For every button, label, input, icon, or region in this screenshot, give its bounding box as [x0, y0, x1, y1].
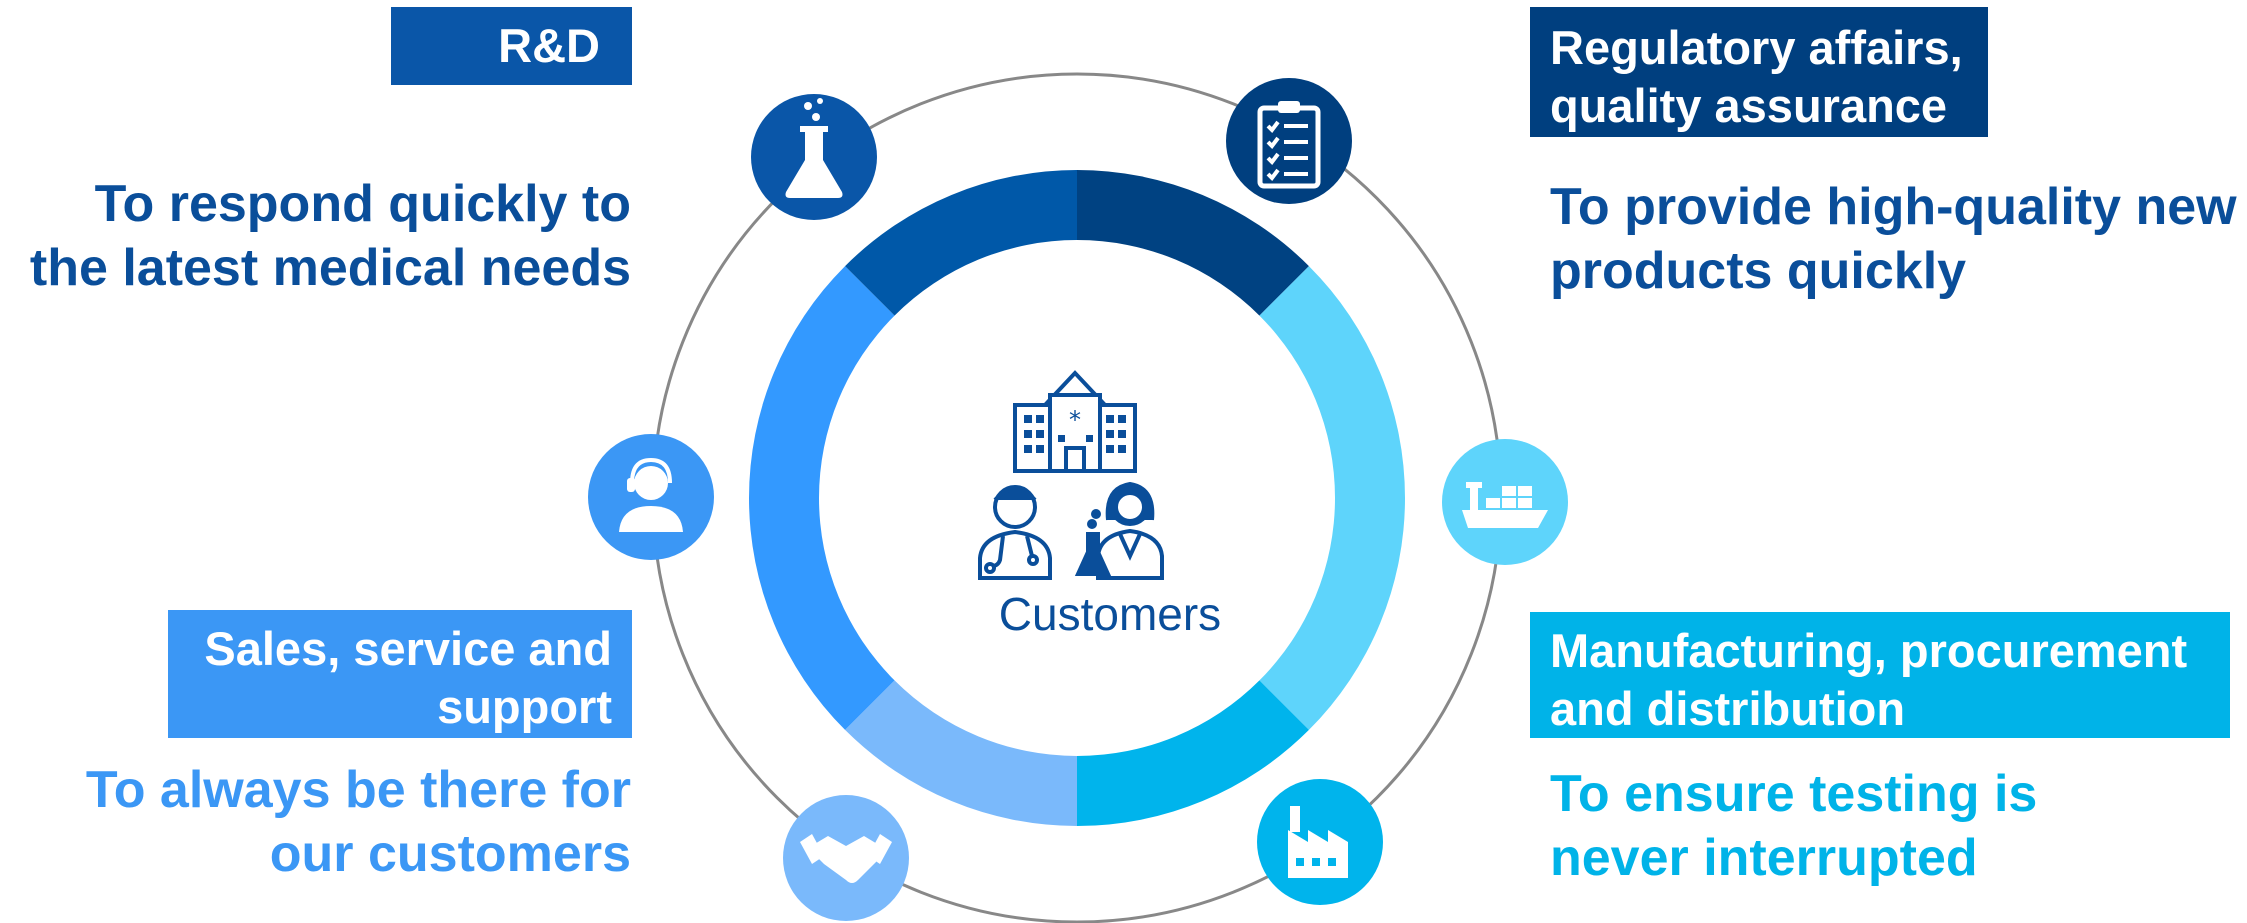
ring-segment-regulatory	[1077, 170, 1309, 316]
regulatory-title-line-1: Regulatory affairs,	[1550, 21, 1963, 74]
ring-segment-manufacturing	[1077, 680, 1309, 826]
ring-segment-sales	[749, 266, 895, 730]
sales-goal-line-1: To always be there for	[85, 761, 631, 819]
headset-support-icon	[588, 434, 714, 560]
sales-title-line-1: Sales, service and	[204, 622, 612, 675]
center-label-customers: Customers	[998, 588, 1222, 640]
rd-goal-text: To respond quickly to the latest medical…	[0, 172, 631, 300]
rd-title-box: R&D	[391, 7, 632, 85]
donut-ring	[749, 170, 1405, 826]
manufacturing-goal-line-2: never interrupted	[1550, 829, 1978, 887]
sales-goal-line-2: our customers	[269, 825, 631, 883]
regulatory-goal-text: To provide high-quality new products qui…	[1550, 175, 2240, 303]
regulatory-goal-line-2: products quickly	[1550, 242, 1967, 300]
manufacturing-goal-line-1: To ensure testing is	[1550, 765, 2038, 823]
sales-title-line-2: support	[437, 680, 612, 733]
rd-title-line-1: R&D	[498, 19, 600, 72]
hospital-icon: *	[1013, 370, 1137, 473]
sales-title-box: Sales, service and support	[168, 610, 632, 738]
rd-goal-line-1: To respond quickly to	[94, 175, 631, 233]
regulatory-title-line-2: quality assurance	[1550, 79, 1948, 132]
manufacturing-title-box: Manufacturing, procurement and distribut…	[1530, 612, 2230, 738]
manufacturing-title-line-1: Manufacturing, procurement	[1550, 624, 2188, 677]
factory-icon	[1257, 779, 1383, 905]
handshake-icon	[783, 795, 909, 921]
ring-segment-rd	[845, 170, 1077, 316]
flask-icon	[751, 94, 877, 220]
scientist-icon	[1074, 481, 1164, 580]
regulatory-goal-line-1: To provide high-quality new	[1550, 178, 2237, 236]
ring-segment-handshake	[845, 680, 1077, 826]
manufacturing-title-line-2: and distribution	[1550, 682, 1906, 735]
rd-goal-line-2: the latest medical needs	[29, 239, 631, 297]
clipboard-checklist-icon	[1226, 78, 1352, 204]
ring-segment-shipping	[1259, 266, 1405, 730]
cargo-ship-icon	[1442, 439, 1568, 565]
regulatory-title-box: Regulatory affairs, quality assurance	[1530, 7, 1988, 137]
svg-text:*: *	[1069, 406, 1081, 434]
manufacturing-goal-text: To ensure testing is never interrupted	[1550, 762, 2210, 890]
doctor-icon	[978, 485, 1052, 580]
sales-goal-text: To always be there for our customers	[0, 758, 631, 886]
